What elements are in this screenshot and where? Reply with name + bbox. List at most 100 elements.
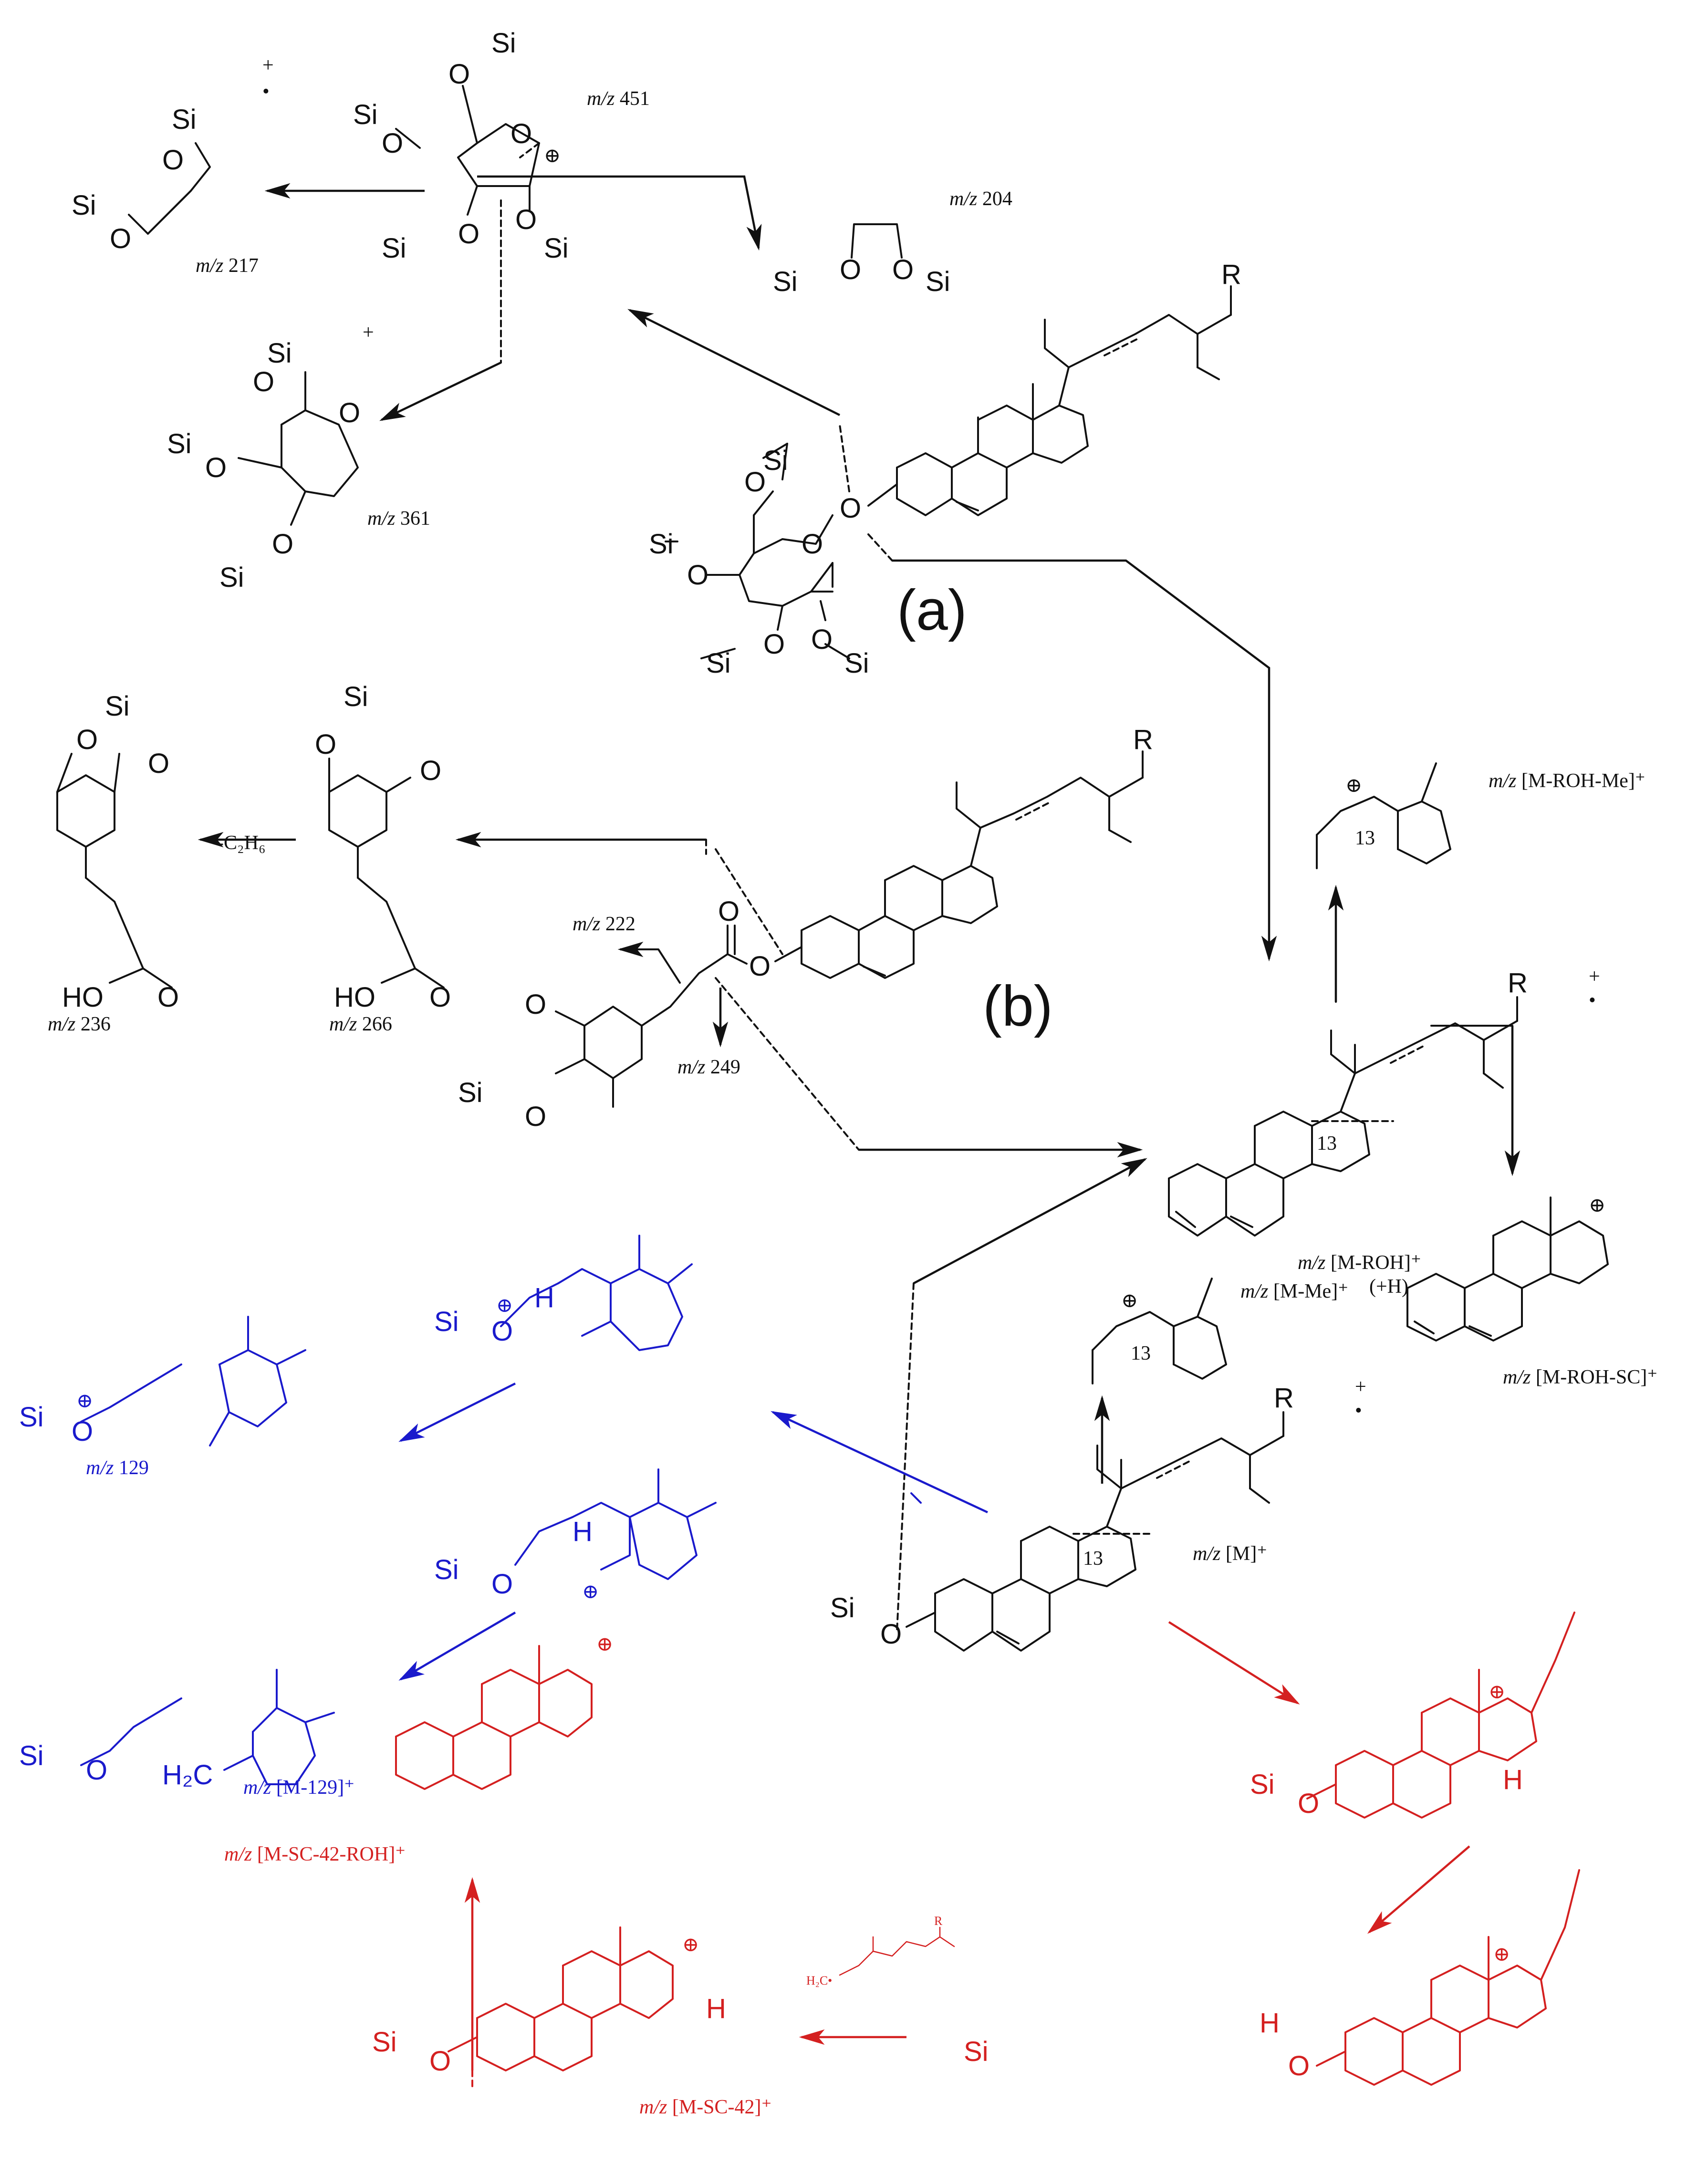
red-1-h: H (1503, 1764, 1523, 1795)
ion-m-roh-r: R (1508, 968, 1528, 999)
ion-m-o: O (880, 1619, 902, 1650)
blue-mid-cation: ⊕ (582, 1581, 599, 1603)
ion-451-o1: O (448, 59, 470, 90)
ion-451-si4: Si (544, 233, 569, 264)
ion-217-si2: Si (72, 190, 96, 221)
arrows-panel-b (198, 832, 1143, 1158)
blue-mid-o: O (491, 1569, 513, 1600)
ion-451-si1: Si (491, 28, 516, 59)
ion-236-o1: O (76, 724, 98, 755)
ferulate-acid-part (555, 925, 748, 1108)
glycoside-r-group: R (1221, 259, 1241, 290)
ion-m (906, 1411, 1284, 1652)
ion-m-roh-me (1316, 762, 1451, 869)
ferulate-ester-o: O (749, 951, 771, 982)
blue-m129-si: Si (19, 1740, 44, 1771)
ion-m-roh-radical: • (1589, 989, 1596, 1011)
red-2-si: Si (964, 2036, 989, 2067)
mz-361-label: m/z 361 (367, 508, 430, 530)
glycoside-linker-o: O (840, 493, 861, 524)
red-m-sc-42-si: Si (372, 2027, 397, 2058)
m-sc-42-label: m/z [M-SC-42]⁺ (639, 2096, 772, 2118)
mz-222-label: m/z 222 (573, 913, 635, 935)
mz-236-label: m/z 236 (48, 1013, 111, 1035)
sugar-o3: O (763, 629, 785, 660)
sugar-si2: Si (844, 648, 869, 679)
ferulate-steroid (774, 750, 1144, 979)
blue-129-o: O (72, 1416, 93, 1447)
ion-266-si: Si (344, 681, 368, 712)
ion-m-roh-c13: 13 (1317, 1133, 1337, 1155)
m-sc-42-roh-label: m/z [M-SC-42-ROH]⁺ (224, 1843, 406, 1865)
ion-217-o1: O (162, 145, 184, 176)
ion-204-o1: O (840, 254, 861, 285)
ion-361-ring-o: O (339, 397, 360, 428)
ion-236-ho: HO (62, 982, 104, 1013)
blue-ion-top (500, 1235, 693, 1351)
ferulate-carbonyl-o: O (718, 896, 739, 927)
ion-361-o3: O (272, 529, 293, 560)
sugar-o6: O (744, 467, 766, 498)
blue-m129-o: O (86, 1755, 107, 1786)
m-roh-me-label: m/z [M-ROH-Me]⁺ (1489, 770, 1646, 792)
ion-451-si3: Si (382, 233, 406, 264)
mz-204-label: m/z 204 (949, 188, 1012, 210)
m-roh-h-label: (+H) (1369, 1276, 1408, 1298)
ion-204-si2: Si (926, 266, 950, 297)
ion-217-o2: O (110, 223, 131, 254)
ion-361-si3: Si (219, 562, 244, 593)
ferulate-otms-si: Si (458, 1077, 483, 1108)
red-1-o: O (1298, 1788, 1319, 1819)
ferulate-otms-o: O (525, 1101, 546, 1132)
blue-129-si: Si (19, 1402, 44, 1433)
blue-mid-si: Si (434, 1554, 459, 1585)
red-ion-1 (1306, 1612, 1575, 1819)
ion-236-o: O (157, 982, 179, 1013)
ion-m-roh-me-cation: ⊕ (1345, 775, 1362, 797)
ion-217 (128, 142, 211, 235)
ion-361-o1: O (253, 366, 274, 397)
m-me-label: m/z [M-Me]⁺ (1240, 1280, 1348, 1302)
ion-266 (328, 758, 445, 988)
red-2-o: O (1288, 2050, 1310, 2081)
ion-451-o-ring: O (510, 118, 532, 149)
red-roh-cation: ⊕ (596, 1633, 613, 1655)
blue-m129-h2c: H₂C (162, 1759, 213, 1790)
glycoside-steroid (867, 285, 1232, 516)
red-side-chain-fragment (839, 1926, 955, 1976)
glycoside-sugar (665, 443, 850, 659)
red-m-sc-42-o: O (429, 2046, 451, 2077)
red-fragment-h2c: H₂C• (806, 1974, 832, 1987)
ion-m-me-c13: 13 (1131, 1342, 1151, 1364)
ion-m-roh (1168, 996, 1518, 1237)
loss-c2h6-label: -C₂H₆ (217, 832, 266, 854)
blue-top-cation: ⊕ (496, 1295, 513, 1317)
sugar-si6: Si (763, 445, 788, 476)
ion-451-o2: O (382, 128, 403, 159)
ion-m-plus: + (1355, 1376, 1366, 1398)
m-129-label: m/z [M-129]⁺ (243, 1777, 354, 1799)
ion-217-si1: Si (172, 104, 197, 135)
red-ion-m-sc-42-roh (395, 1645, 593, 1790)
ion-451-si2: Si (353, 99, 378, 130)
ion-m-si: Si (830, 1592, 855, 1623)
ion-m-r: R (1274, 1383, 1294, 1414)
ion-266-o: O (429, 982, 451, 1013)
mz-266-label: m/z 266 (329, 1013, 392, 1035)
sugar-si4: Si (649, 529, 674, 560)
red-2-cation: ⊕ (1493, 1944, 1510, 1966)
blue-top-si: Si (434, 1306, 459, 1337)
sugar-ring-o: O (802, 529, 823, 560)
blue-top-h: H (534, 1282, 554, 1313)
ion-m-me (1092, 1278, 1227, 1384)
mz-451-label: m/z 451 (587, 88, 650, 110)
ion-236-si: Si (105, 691, 130, 722)
ion-217-radical: • (262, 81, 270, 103)
ion-266-ome: O (420, 755, 441, 786)
ferulate-ome-o: O (525, 989, 546, 1020)
red-2-h: H (1260, 2008, 1280, 2039)
m-label: m/z [M]⁺ (1193, 1543, 1267, 1565)
blue-ion-m129 (80, 1669, 335, 1785)
blue-top-o: O (491, 1316, 513, 1347)
